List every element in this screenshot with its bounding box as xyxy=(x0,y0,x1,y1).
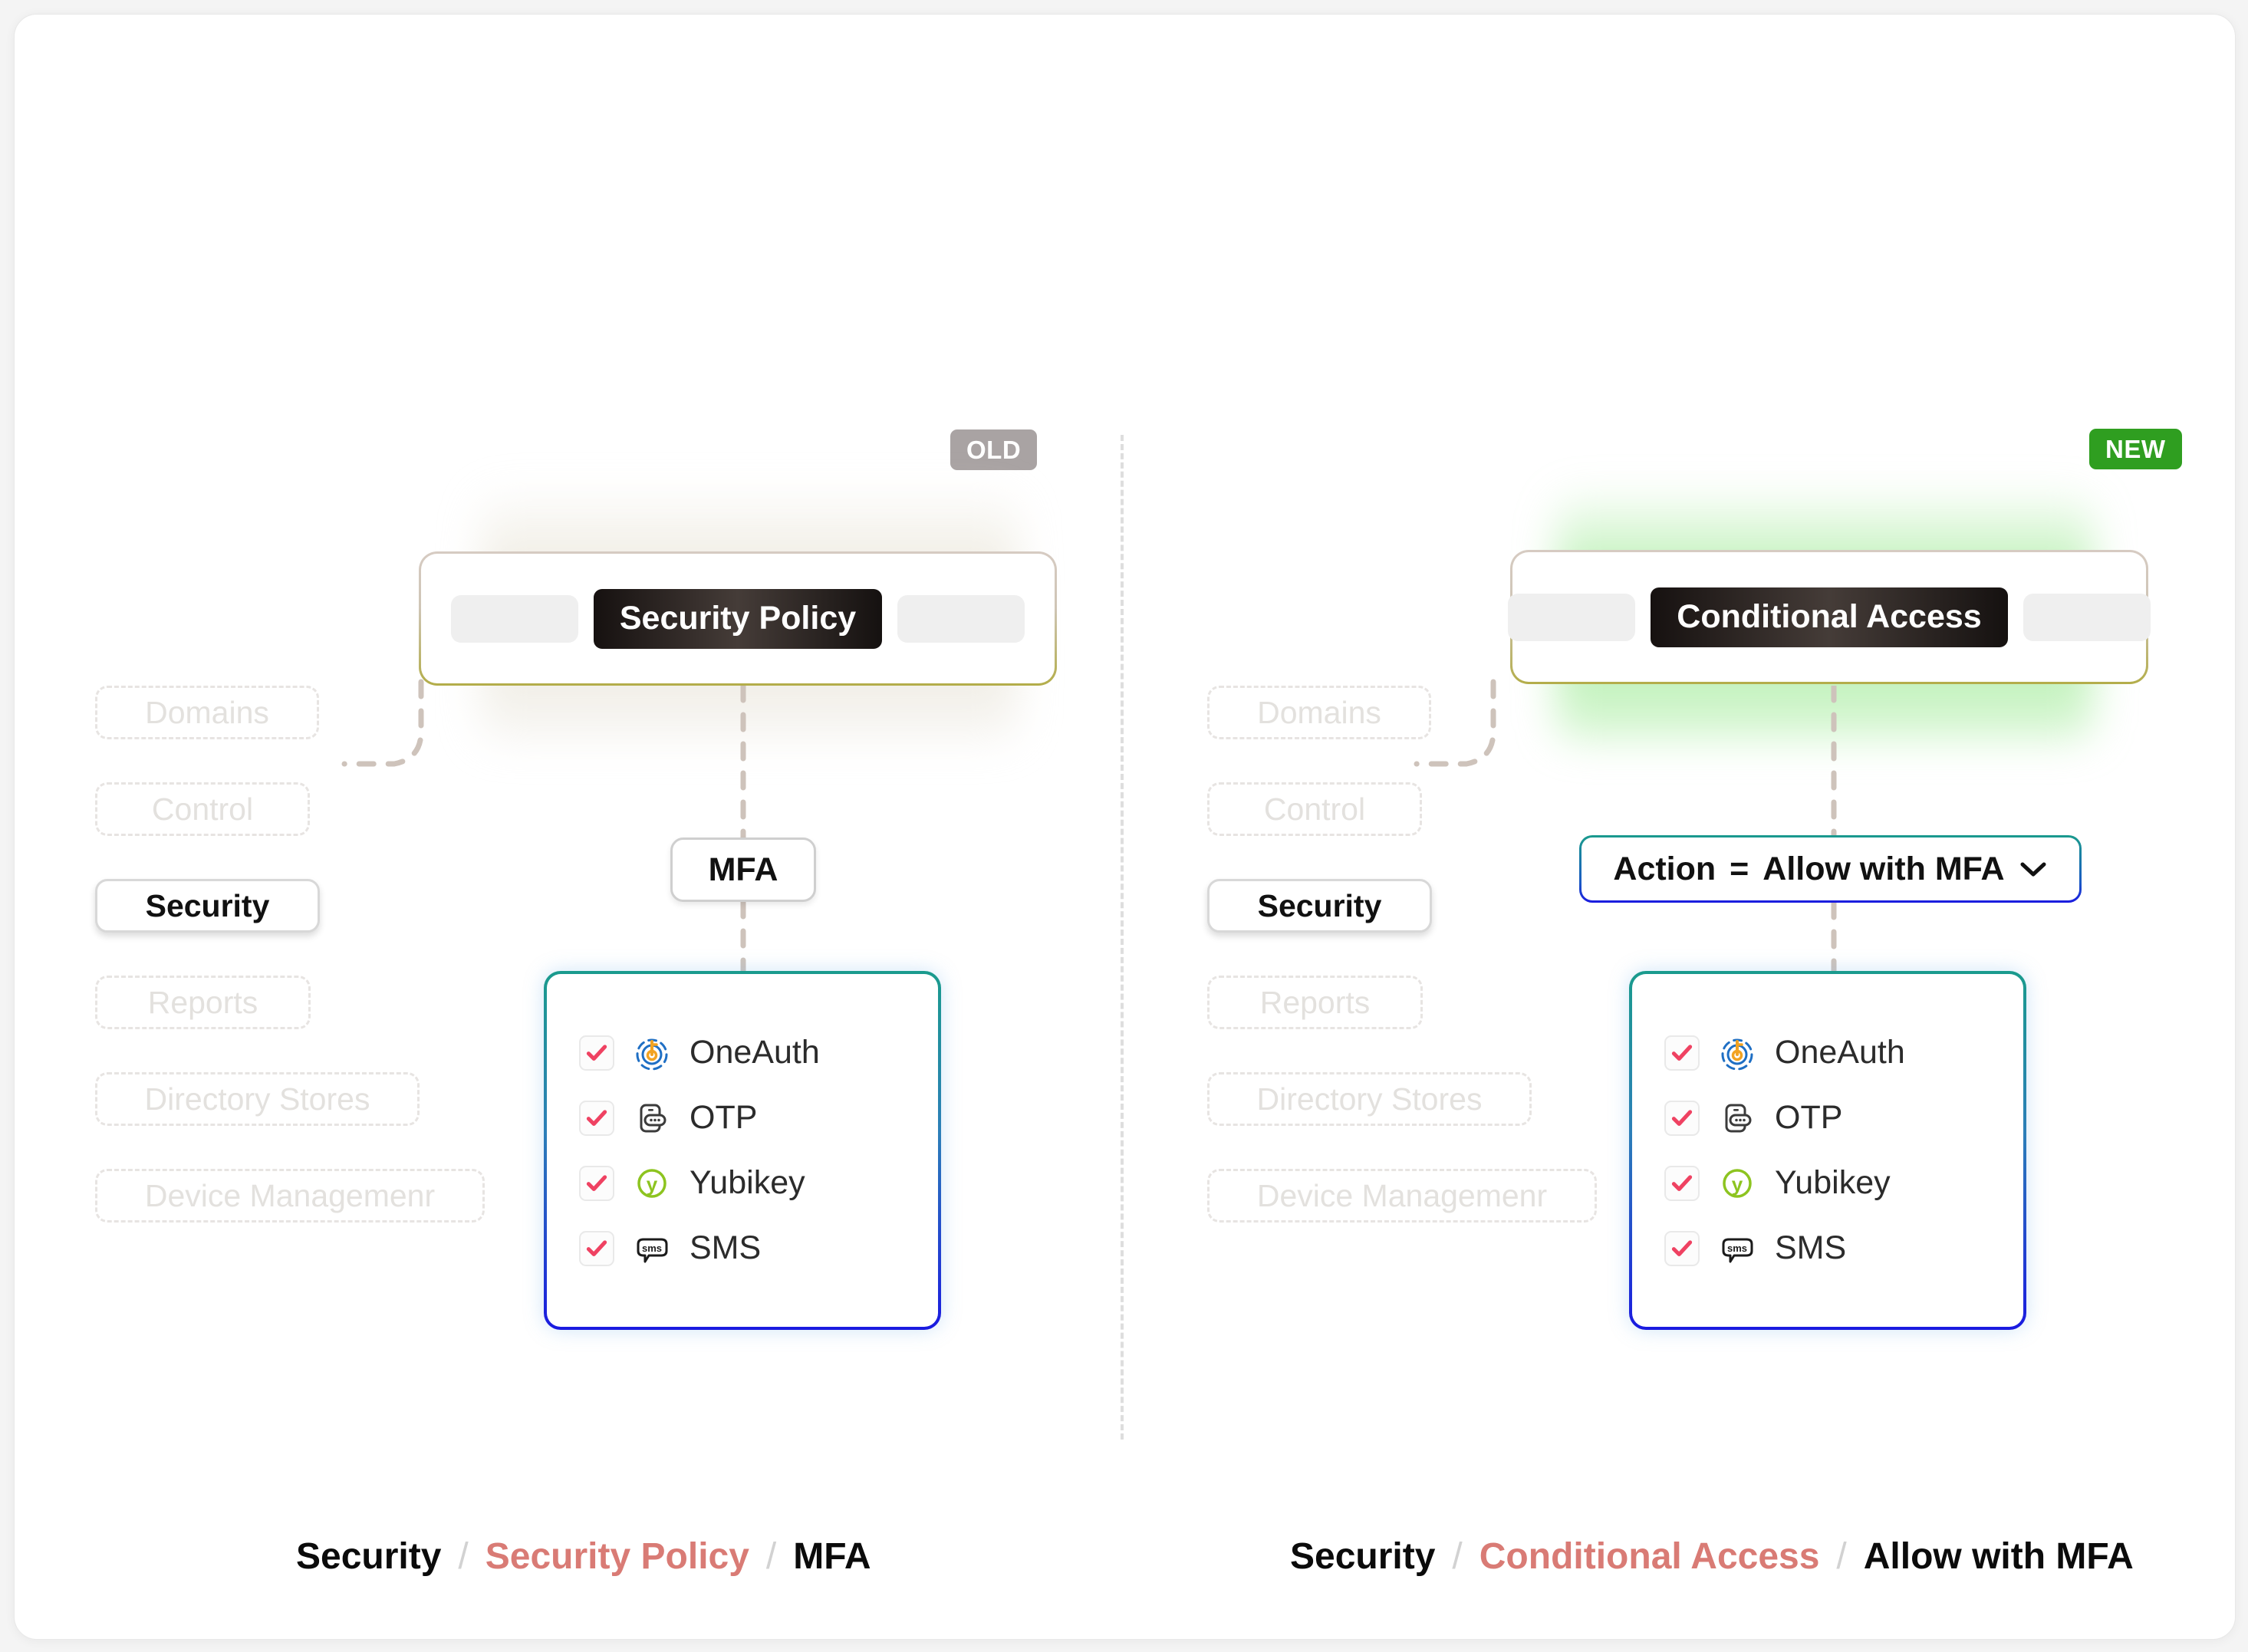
option-label: OTP xyxy=(690,1099,758,1136)
sms-icon: sms xyxy=(1718,1229,1756,1268)
sidebar-item-label: Directory Stores xyxy=(1256,1081,1483,1117)
option-label: SMS xyxy=(690,1229,762,1266)
option-row-otp[interactable]: OTP xyxy=(579,1097,938,1140)
topbar-placeholder-left xyxy=(450,594,578,643)
option-row-sms[interactable]: sms SMS xyxy=(579,1227,938,1270)
breadcrumb-new: Security / Conditional Access / Allow wi… xyxy=(1290,1535,2134,1578)
sidebar-item-label: Security xyxy=(1257,887,1382,923)
sidebar-item-label: Domains xyxy=(1257,694,1381,730)
sidebar-item-label: Security xyxy=(145,887,270,923)
checkbox-oneauth[interactable] xyxy=(1664,1035,1700,1071)
otp-icon xyxy=(633,1099,671,1137)
panel-old: OLD Security Policy xyxy=(15,15,1121,1639)
sidebar-item-device-management[interactable]: Device Managemenr xyxy=(95,1169,485,1223)
mfa-options-card-new: OneAuth xyxy=(1629,971,2026,1330)
breadcrumb-leaf: MFA xyxy=(793,1536,871,1577)
status-badge-new: NEW xyxy=(2089,429,2182,469)
option-row-yubikey[interactable]: y Yubikey xyxy=(579,1162,938,1205)
oneauth-icon xyxy=(633,1034,671,1072)
svg-text:y: y xyxy=(647,1173,658,1196)
breadcrumb-separator: / xyxy=(1836,1536,1847,1577)
option-row-oneauth[interactable]: OneAuth xyxy=(1664,1032,2023,1074)
sidebar-item-label: Domains xyxy=(145,694,269,730)
topbar-active-tab-old[interactable]: Security Policy xyxy=(593,588,883,649)
breadcrumb-root[interactable]: Security xyxy=(1290,1536,1436,1577)
comparison-canvas: OLD Security Policy xyxy=(14,14,2236,1640)
sidebar-item-control[interactable]: Control xyxy=(1207,782,1422,836)
topbar-new: Conditional Access xyxy=(1508,550,2151,684)
sidebar-item-label: Device Managemenr xyxy=(144,1177,436,1213)
sidebar-item-control[interactable]: Control xyxy=(95,782,310,836)
sidebar-item-reports[interactable]: Reports xyxy=(95,976,311,1029)
sidebar-item-label: Reports xyxy=(1259,984,1371,1020)
mfa-node-label: MFA xyxy=(708,851,778,888)
sidebar-item-directory-stores[interactable]: Directory Stores xyxy=(1207,1072,1532,1126)
sidebar-item-domains[interactable]: Domains xyxy=(95,686,319,739)
svg-text:y: y xyxy=(1732,1173,1743,1196)
action-dropdown[interactable]: Action = Allow with MFA xyxy=(1579,835,2082,903)
option-label: Yubikey xyxy=(1775,1164,1891,1201)
sidebar-item-label: Directory Stores xyxy=(144,1081,370,1117)
sidebar-item-label: Reports xyxy=(147,984,258,1020)
sidebar-item-label: Device Managemenr xyxy=(1256,1177,1548,1213)
svg-text:sms: sms xyxy=(642,1242,662,1254)
status-badge-old: OLD xyxy=(950,429,1038,470)
connector-mfa-to-options-old xyxy=(740,902,746,975)
mfa-node-old[interactable]: MFA xyxy=(670,838,816,902)
option-row-sms[interactable]: sms SMS xyxy=(1664,1227,2023,1270)
checkbox-sms[interactable] xyxy=(579,1230,614,1266)
oneauth-icon xyxy=(1718,1034,1756,1072)
breadcrumb-middle[interactable]: Security Policy xyxy=(485,1536,749,1577)
option-label: SMS xyxy=(1775,1229,1847,1266)
panel-divider xyxy=(1121,435,1124,1440)
sidebar-item-device-management[interactable]: Device Managemenr xyxy=(1207,1169,1597,1223)
yubikey-icon: y xyxy=(1718,1164,1756,1203)
option-label: OTP xyxy=(1775,1099,1843,1136)
checkbox-yubikey[interactable] xyxy=(579,1165,614,1201)
connector-action-to-options-new xyxy=(1831,903,1837,976)
action-value: Allow with MFA xyxy=(1763,850,2005,887)
topbar-placeholder-right xyxy=(2023,593,2151,641)
breadcrumb-middle[interactable]: Conditional Access xyxy=(1479,1536,1820,1577)
yubikey-icon: y xyxy=(633,1164,671,1203)
sidebar-item-security[interactable]: Security xyxy=(95,879,320,933)
topbar-placeholder-right xyxy=(897,594,1025,643)
breadcrumb-old: Security / Security Policy / MFA xyxy=(296,1535,871,1578)
sidebar-item-directory-stores[interactable]: Directory Stores xyxy=(95,1072,420,1126)
breadcrumb-root[interactable]: Security xyxy=(296,1536,442,1577)
sidebar-item-domains[interactable]: Domains xyxy=(1207,686,1431,739)
checkbox-oneauth[interactable] xyxy=(579,1035,614,1071)
action-key-label: Action xyxy=(1613,850,1716,887)
option-row-otp[interactable]: OTP xyxy=(1664,1097,2023,1140)
panel-new: NEW Conditional Access Domains xyxy=(1121,15,2235,1639)
option-label: Yubikey xyxy=(690,1164,805,1201)
checkbox-otp[interactable] xyxy=(1664,1100,1700,1136)
option-row-oneauth[interactable]: OneAuth xyxy=(579,1032,938,1074)
sms-icon: sms xyxy=(633,1229,671,1268)
topbar-active-tab-new[interactable]: Conditional Access xyxy=(1651,587,2008,647)
action-operator: = xyxy=(1730,850,1749,887)
breadcrumb-separator: / xyxy=(765,1536,777,1577)
sidebar-item-label: Control xyxy=(1263,791,1366,827)
option-row-yubikey[interactable]: y Yubikey xyxy=(1664,1162,2023,1205)
sidebar-item-security[interactable]: Security xyxy=(1207,879,1432,933)
breadcrumb-separator: / xyxy=(1452,1536,1463,1577)
otp-icon xyxy=(1718,1099,1756,1137)
mfa-options-card-old: OneAuth xyxy=(544,971,941,1330)
breadcrumb-separator: / xyxy=(458,1536,469,1577)
topbar-placeholder-left xyxy=(1508,593,1636,641)
checkbox-yubikey[interactable] xyxy=(1664,1165,1700,1201)
sidebar-item-label: Control xyxy=(151,791,254,827)
breadcrumb-leaf: Allow with MFA xyxy=(1863,1536,2134,1577)
topbar-old: Security Policy xyxy=(419,551,1057,686)
chevron-down-icon[interactable] xyxy=(2019,855,2048,884)
checkbox-otp[interactable] xyxy=(579,1100,614,1136)
svg-text:sms: sms xyxy=(1727,1242,1747,1254)
option-label: OneAuth xyxy=(690,1034,820,1071)
option-label: OneAuth xyxy=(1775,1034,1905,1071)
checkbox-sms[interactable] xyxy=(1664,1230,1700,1266)
sidebar-item-reports[interactable]: Reports xyxy=(1207,976,1423,1029)
